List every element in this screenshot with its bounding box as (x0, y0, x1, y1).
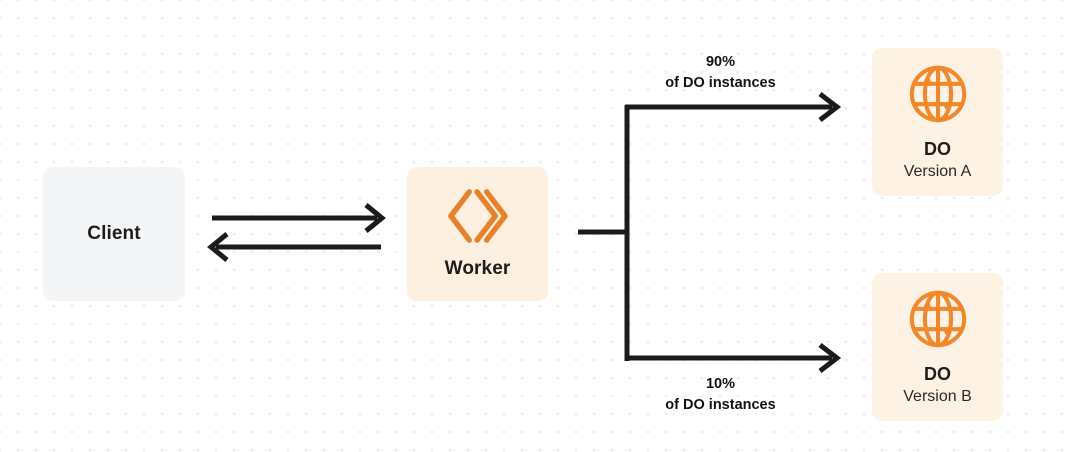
node-do-version-b[interactable]: DO Version B (872, 273, 1003, 421)
node-worker-label: Worker (444, 258, 511, 279)
node-do-a-label: DO (924, 139, 951, 160)
edge-label-worker-to-do-b: 10% of DO instances (627, 374, 814, 415)
globe-icon (907, 288, 969, 350)
edge-label-worker-to-do-a: 90% of DO instances (627, 52, 814, 93)
cloudflare-workers-icon (447, 188, 509, 244)
globe-icon (907, 63, 969, 125)
edge-label-bottom-caption: of DO instances (665, 396, 776, 413)
arrow-worker-to-client (207, 232, 381, 262)
edge-label-bottom-percent: 10% (705, 376, 736, 392)
node-client[interactable]: Client (43, 167, 185, 301)
node-do-version-a[interactable]: DO Version A (872, 48, 1003, 196)
edge-label-top-caption: of DO instances (665, 74, 776, 91)
arrow-client-to-worker (212, 203, 386, 233)
node-do-b-label: DO (924, 364, 951, 385)
node-do-a-sublabel: Version A (903, 162, 972, 180)
branch-connector-worker-to-dos (578, 92, 842, 373)
node-do-b-sublabel: Version B (903, 387, 972, 405)
node-client-label: Client (87, 223, 141, 244)
edge-label-top-percent: 90% (705, 54, 736, 70)
node-worker[interactable]: Worker (407, 167, 548, 301)
